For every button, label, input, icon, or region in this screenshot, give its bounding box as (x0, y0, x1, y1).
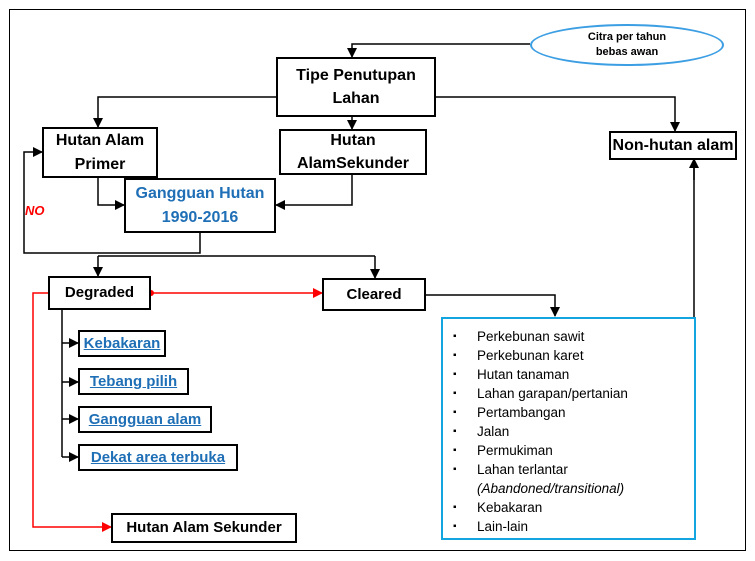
root-line-2: Lahan (332, 90, 380, 107)
bullet-icon: ▪ (453, 350, 457, 361)
bullet-icon: ▪ (453, 464, 457, 475)
primary-line-1: Hutan Alam (55, 132, 145, 150)
arrow-primary-to-disturbance (97, 178, 125, 210)
cause-box-fire: Kebakaran (78, 330, 166, 357)
secondary-result-box: Hutan Alam Sekunder (111, 513, 297, 543)
list-item: ▪Permukiman (453, 443, 553, 458)
list-item: ▪Perkebunan sawit (453, 329, 585, 344)
secondary-forest-box: Hutan AlamSekunder (279, 129, 427, 175)
cause-label: Tebang pilih (89, 372, 178, 390)
secondary-line-2: AlamSekunder (296, 155, 410, 172)
bullet-icon: ▪ (453, 445, 457, 456)
cause-label: Kebakaran (83, 334, 161, 352)
list-item: ▪Kebakaran (453, 500, 543, 515)
list-item: ▪Lain-lain (453, 519, 529, 534)
ellipse-line-1: Citra per tahun (587, 31, 667, 44)
source-ellipse: Citra per tahun bebas awan (530, 24, 724, 66)
arrow-root-to-primary (93, 96, 276, 128)
bullet-icon: ▪ (453, 502, 457, 513)
arrow-cleared-to-list (426, 294, 560, 317)
list-item: ▪Lahan garapan/pertanian (453, 386, 628, 401)
cause-box-natural-disturbance: Gangguan alam (78, 406, 212, 433)
list-item-note: (Abandoned/transitional) (451, 479, 694, 498)
list-item: ▪Pertambangan (453, 405, 566, 420)
arrow-ellipse-to-root (347, 43, 530, 58)
disturbance-line-1: Gangguan Hutan (135, 185, 265, 203)
cleared-list-box: ▪Perkebunan sawit ▪Perkebunan karet ▪Hut… (441, 317, 696, 540)
cause-label: Dekat area terbuka (90, 448, 226, 466)
bullet-icon: ▪ (453, 407, 457, 418)
primary-forest-box: Hutan Alam Primer (42, 127, 158, 178)
arrow-secondary-to-disturbance (275, 175, 353, 210)
disturbance-box: Gangguan Hutan 1990-2016 (124, 178, 276, 233)
cleared-list: ▪Perkebunan sawit ▪Perkebunan karet ▪Hut… (451, 327, 694, 536)
bullet-icon: ▪ (453, 388, 457, 399)
secondary-result-label: Hutan Alam Sekunder (126, 519, 282, 537)
cause-box-selective-logging: Tebang pilih (78, 368, 189, 395)
arrow-no-loop (23, 147, 201, 254)
cause-label: Gangguan alam (88, 410, 202, 428)
bullet-icon: ▪ (453, 521, 457, 532)
bullet-icon: ▪ (453, 369, 457, 380)
disturbance-line-2: 1990-2016 (161, 208, 239, 226)
bullet-icon: ▪ (453, 331, 457, 342)
non-forest-box: Non-hutan alam (609, 131, 737, 160)
list-note: (Abandoned/transitional) (477, 481, 625, 496)
non-forest-label: Non-hutan alam (612, 136, 734, 154)
diagram-frame (9, 9, 746, 551)
list-item: ▪Jalan (453, 424, 510, 439)
cleared-label: Cleared (346, 285, 402, 303)
degraded-box: Degraded (48, 276, 151, 310)
bullet-icon: ▪ (453, 426, 457, 437)
list-item: ▪Perkebunan karet (453, 348, 584, 363)
arrow-root-to-nonforest (436, 96, 680, 132)
secondary-line-1: Hutan (330, 131, 376, 149)
cleared-box: Cleared (322, 278, 426, 311)
ellipse-line-2: bebas awan (595, 46, 659, 58)
list-item: ▪Hutan tanaman (453, 367, 570, 382)
no-label: NO (25, 203, 45, 218)
red-arrow-degraded-to-secondary-result (32, 292, 112, 532)
root-box: Tipe Penutupan Lahan (276, 57, 436, 117)
list-item: ▪Lahan terlantar (453, 462, 568, 477)
degraded-label: Degraded (64, 284, 135, 302)
primary-line-2: Primer (74, 155, 126, 173)
cause-box-near-open-area: Dekat area terbuka (78, 444, 238, 471)
root-line-1: Tipe Penutupan (296, 66, 416, 84)
